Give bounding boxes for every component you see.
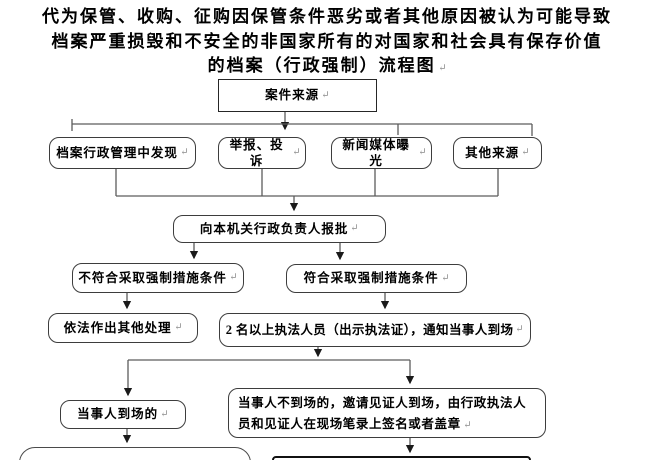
node-case-source: 案件来源↵ — [218, 79, 377, 112]
return-mark-icon: ↵ — [515, 324, 524, 336]
node-report-to-head: 向本机关行政负责人报批↵ — [173, 215, 386, 243]
node-meet-conditions: 符合采取强制措施条件↵ — [286, 264, 467, 293]
node-media-exposure: 新闻媒体曝光↵ — [331, 137, 432, 169]
node-bottom-right-cropped — [272, 456, 531, 460]
title-line-3: 的档案（行政强制）流程图↵ — [0, 54, 654, 82]
return-mark-icon: ↵ — [438, 63, 446, 74]
node-archive-admin-discovery: 档案行政管理中发现↵ — [49, 137, 196, 169]
node-not-meet-conditions: 不符合采取强制措施条件↵ — [72, 263, 244, 293]
node-party-absent: 当事人不到场的，邀请见证人到场，由行政执法人员和见证人在现场笔录上签名或者盖章↵ — [228, 388, 546, 438]
return-mark-icon: ↵ — [350, 223, 359, 235]
return-mark-icon: ↵ — [229, 272, 238, 284]
node-other-handling: 依法作出其他处理↵ — [48, 313, 198, 343]
node-other-sources: 其他来源↵ — [453, 137, 542, 169]
return-mark-icon: ↵ — [463, 420, 472, 431]
node-party-present: 当事人到场的↵ — [60, 400, 186, 429]
return-mark-icon: ↵ — [292, 147, 301, 159]
return-mark-icon: ↵ — [174, 322, 182, 334]
return-mark-icon: ↵ — [180, 147, 189, 159]
return-mark-icon: ↵ — [160, 408, 169, 420]
page-title: 代为保管、收购、征购因保管条件恶劣或者其他原因被认为可能导致 档案严重损毁和不安… — [0, 5, 654, 82]
return-mark-icon: ↵ — [441, 272, 449, 284]
node-bottom-left-cropped — [19, 447, 251, 460]
node-report-complaint: 举报、投诉↵ — [218, 137, 306, 169]
title-line-2: 档案严重损毁和不安全的非国家所有的对国家和社会具有保存价值 — [51, 31, 603, 51]
return-mark-icon: ↵ — [321, 89, 330, 101]
return-mark-icon: ↵ — [521, 147, 530, 159]
return-mark-icon: ↵ — [418, 147, 427, 159]
title-line-1: 代为保管、收购、征购因保管条件恶劣或者其他原因被认为可能导致 — [42, 7, 612, 26]
node-two-officers: 2 名以上执法人员（出示执法证），通知当事人到场↵ — [219, 313, 531, 347]
